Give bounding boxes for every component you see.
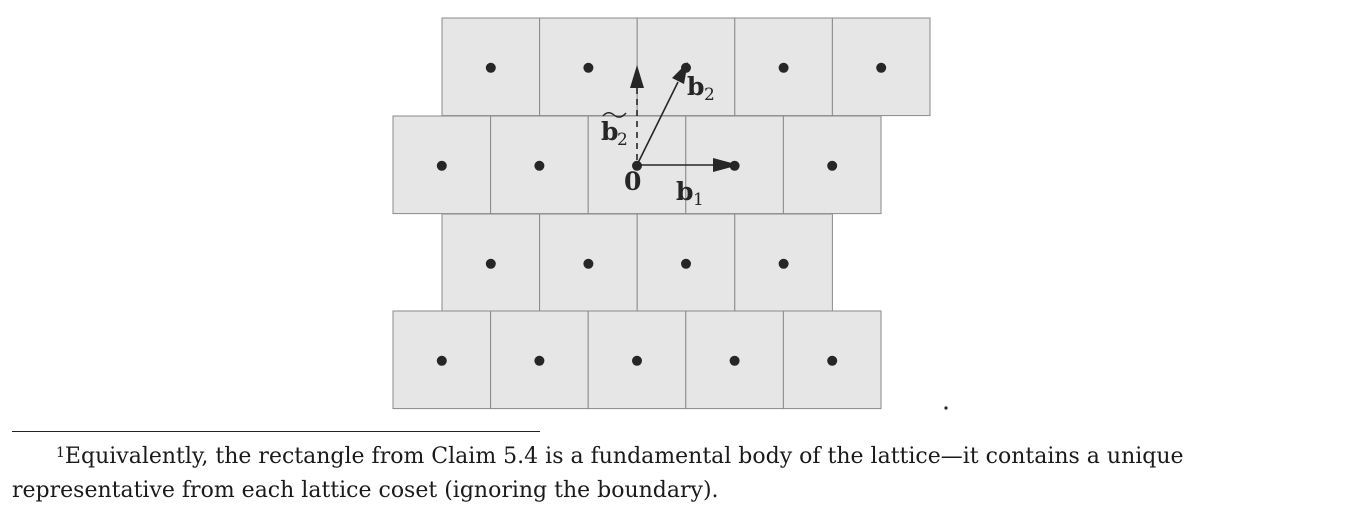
lattice-point [485,62,496,73]
b2-label: b 2 [687,72,715,105]
footnote-marker: 1 [56,445,65,461]
lattice-point [534,355,545,366]
svg-text:1: 1 [693,190,704,210]
lattice-point [681,258,691,269]
lattice-point [436,160,447,171]
lattice-point [876,62,887,73]
svg-text:b: b [676,177,693,206]
svg-text:b: b [687,72,704,101]
lattice-points [436,62,887,366]
svg-text:2: 2 [617,130,628,150]
trailing-period [944,406,948,410]
svg-text:2: 2 [704,85,715,105]
b2-tilde-label: b 2 [601,112,628,150]
footnote-line-1: Equivalently, the rectangle from Claim 5… [64,444,1184,469]
vector-b2-tilde [630,65,644,160]
lattice-point [827,355,838,366]
lattice-point [827,160,838,171]
lattice-point [534,160,545,171]
lattice-point [778,62,789,73]
lattice-point [485,258,496,269]
footnote: 1Equivalently, the rectangle from Claim … [12,440,1332,508]
lattice-figure: 0 b 1 b 2 b 2 [392,17,948,410]
lattice-point [436,355,447,366]
lattice-point [583,258,594,269]
lattice-point [632,355,642,366]
footnote-rule [12,431,540,432]
b1-label: b 1 [676,177,704,210]
lattice-point [778,258,789,269]
lattice-cell [734,213,833,313]
origin-label: 0 [624,167,641,196]
fundamental-cells [392,17,931,410]
vector-b2 [636,62,688,166]
svg-text:b: b [601,117,618,146]
lattice-point [729,355,740,366]
footnote-line-2: representative from each lattice coset (… [12,478,719,503]
lattice-point [583,62,594,73]
vector-b1 [637,158,739,172]
